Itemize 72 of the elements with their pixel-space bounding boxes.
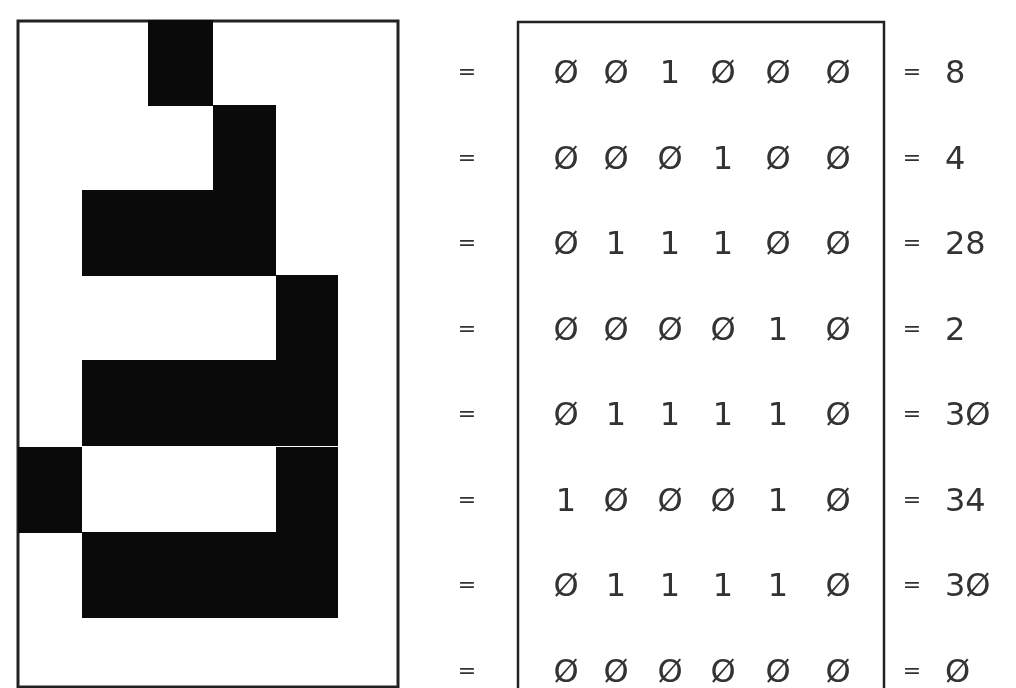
bit-value: 1 [767,308,789,349]
equals-sign: = [902,58,922,86]
bit-value: 1 [659,223,681,263]
bit-value: Ø [765,223,791,263]
bit-value: Ø [710,52,736,92]
bit-value: Ø [710,308,736,349]
bit-value: Ø [825,223,851,263]
equals-sign: = [902,485,922,514]
equals-sign: = [902,571,922,599]
equals-sign: = [457,485,477,514]
bit-value: 1 [555,479,577,520]
equals-sign: = [457,571,477,599]
bit-value: 1 [659,565,681,605]
bit-value: 1 [767,479,789,520]
equals-sign: = [902,400,922,428]
bit-value: Ø [603,137,629,178]
equals-sign: = [902,314,922,343]
equals-sign: = [457,58,477,86]
bit-value: 1 [605,394,627,434]
equals-sign: = [457,314,477,343]
bit-value: Ø [603,479,629,520]
bit-value: Ø [553,52,579,92]
row-value: 4 [945,137,966,178]
bit-value: 1 [712,137,734,178]
bit-value: Ø [657,479,683,520]
row-value: 8 [945,52,966,92]
row-value: 2 [945,308,966,349]
bit-value: Ø [710,479,736,520]
row-value: Ø [945,650,971,688]
equals-sign: = [457,143,477,172]
bit-value: Ø [657,650,683,688]
bit-value: Ø [765,650,791,688]
bit-value: Ø [825,565,851,605]
row-value: 3Ø [945,565,991,605]
bit-value: Ø [603,52,629,92]
bit-value: 1 [659,394,681,434]
row-value: 34 [945,479,986,520]
bit-value: Ø [553,565,579,605]
bit-value: Ø [825,479,851,520]
bit-value: Ø [657,308,683,349]
bit-value: Ø [553,394,579,434]
bit-value: Ø [553,137,579,178]
bit-value: Ø [765,52,791,92]
bit-value: Ø [825,394,851,434]
bit-value: Ø [825,650,851,688]
equals-sign: = [457,656,477,685]
bit-value: Ø [765,137,791,178]
equals-sign: = [902,143,922,172]
equals-sign: = [457,400,477,428]
bit-value: 1 [712,394,734,434]
bit-value: Ø [710,650,736,688]
bit-value: Ø [825,52,851,92]
bit-value: Ø [603,308,629,349]
bit-value: Ø [553,223,579,263]
equals-sign: = [902,656,922,685]
equals-sign: = [457,229,477,257]
row-value: 3Ø [945,394,991,434]
bit-value: 1 [605,223,627,263]
bit-value: Ø [553,650,579,688]
bit-value: 1 [712,565,734,605]
bit-value: Ø [553,308,579,349]
equals-sign: = [902,229,922,257]
row-value: 28 [945,223,986,263]
bit-value: 1 [767,565,789,605]
bit-value: 1 [712,223,734,263]
bit-value: Ø [825,308,851,349]
bit-value: 1 [767,394,789,434]
bit-value: 1 [605,565,627,605]
bit-value: Ø [825,137,851,178]
bit-value: 1 [659,52,681,92]
bit-value: Ø [603,650,629,688]
bit-value: Ø [657,137,683,178]
